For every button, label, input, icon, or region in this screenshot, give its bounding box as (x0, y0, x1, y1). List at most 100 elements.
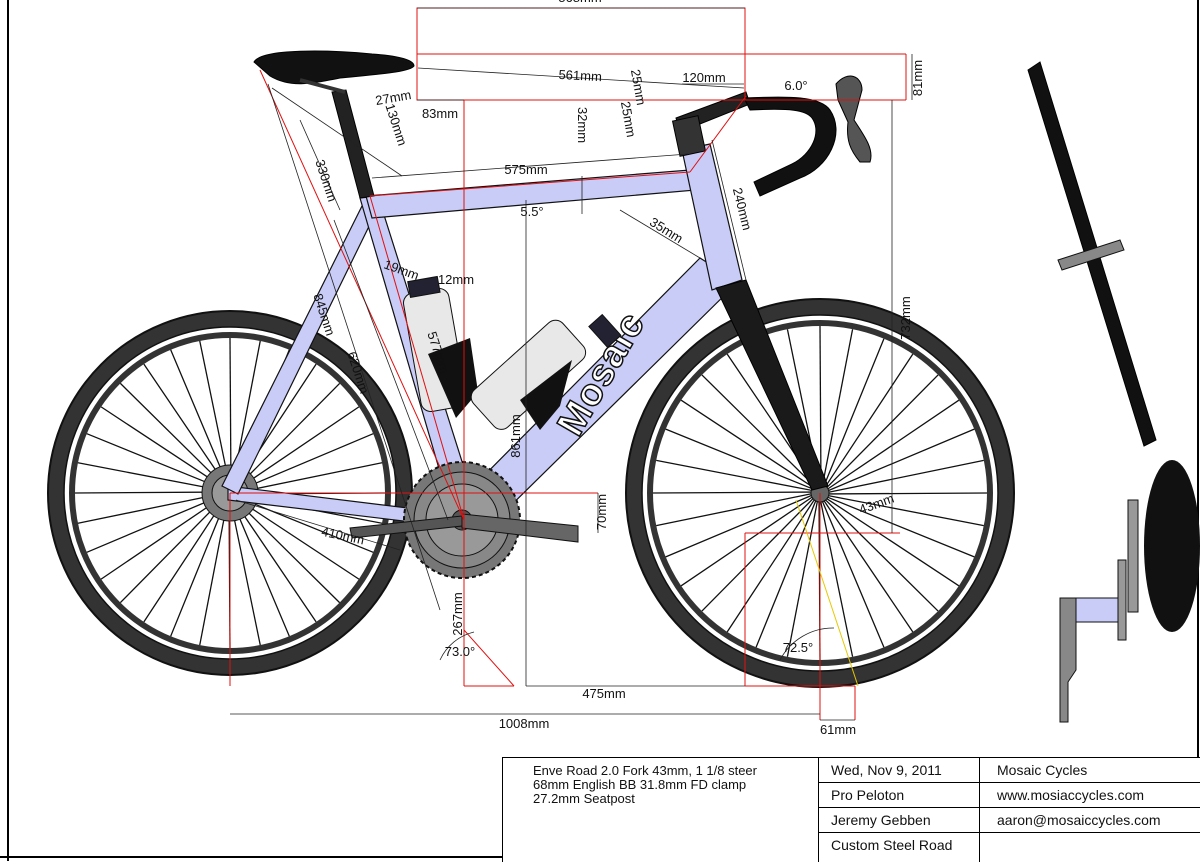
spoke (143, 498, 226, 623)
spoke (234, 498, 341, 604)
dim-steerer-gap: 32mm (575, 107, 590, 143)
spec-note-fork: Enve Road 2.0 Fork 43mm, 1 1/8 steer (533, 763, 757, 778)
spoke (680, 496, 814, 587)
spoke (170, 499, 227, 637)
dim-spacer-a: 25mm (628, 68, 649, 106)
spacers (671, 115, 707, 157)
dim-top-overall: 568mm (558, 0, 601, 5)
spoke (786, 500, 819, 657)
spoke (86, 494, 223, 553)
company-name: Mosaic Cycles (979, 758, 1200, 783)
spoke (826, 496, 975, 558)
spoke (827, 492, 988, 495)
spoke (827, 428, 975, 492)
spoke (199, 500, 229, 646)
dim-bar-drop: 81mm (910, 60, 925, 96)
dim-head-angle: 72.5° (783, 640, 814, 655)
bike-model: Custom Steel Road (831, 837, 953, 853)
spoke (229, 500, 261, 646)
spoke (827, 494, 984, 527)
spoke (726, 498, 816, 633)
brake-hood (835, 75, 872, 163)
front-wheel-spokes (652, 325, 988, 661)
dim-spacer-b: 25mm (618, 100, 639, 138)
drop-bar (743, 96, 837, 197)
spoke (170, 349, 229, 486)
dim-head-tube-dia: 35mm (647, 214, 686, 246)
spoke (143, 363, 227, 487)
saddle (253, 50, 415, 94)
spoke (74, 491, 223, 494)
spoke (77, 492, 223, 524)
bb-front-view (1059, 460, 1200, 723)
spoke (826, 399, 960, 490)
title-block-details: Wed, Nov 9, 2011 Pro Peloton Jeremy Gebb… (819, 758, 980, 862)
spoke (231, 500, 290, 637)
spoke (236, 496, 374, 553)
dim-seat-angle: 73.0° (445, 644, 476, 659)
fork (715, 279, 829, 491)
spoke (86, 433, 224, 490)
spoke (823, 499, 914, 633)
customer-name: Jeremy Gebben (819, 808, 979, 833)
seatpost (331, 89, 375, 199)
dim-trail: 61mm (820, 722, 856, 737)
spoke (823, 338, 885, 487)
dim-saddle-to-bar: 561mm (558, 67, 602, 84)
dim-top-tube: 575mm (504, 162, 547, 177)
spoke (819, 325, 822, 486)
dim-seat-setback: 83mm (422, 106, 458, 121)
handlebar-assembly (671, 75, 872, 197)
dim-fork-height: 732mm (898, 296, 913, 339)
spoke (665, 428, 814, 490)
spoke (229, 337, 232, 486)
title-block: Enve Road 2.0 Fork 43mm, 1 1/8 steer 68m… (502, 757, 1200, 862)
client-name: Pro Peloton (819, 783, 979, 808)
dim-bb-drop: 70mm (594, 494, 609, 530)
spoke (824, 353, 914, 488)
spoke (825, 374, 939, 489)
spoke (235, 382, 341, 489)
crankset (349, 461, 579, 579)
company-website: www.mosiaccycles.com (979, 783, 1200, 808)
spoke (701, 374, 816, 488)
spoke (100, 496, 224, 580)
crank-arm-left (349, 515, 463, 539)
drawing-date: Wed, Nov 9, 2011 (819, 758, 979, 783)
spoke (100, 406, 225, 489)
spec-note-seatpost: 27.2mm Seatpost (533, 791, 635, 806)
spoke (237, 433, 374, 492)
company-email: aaron@mosaiccycles.com (979, 808, 1200, 833)
dim-stem-angle: 6.0° (784, 78, 807, 93)
dimension-lines (230, 7, 913, 721)
dim-top-tube-slope: 5.5° (520, 204, 543, 219)
contact-blank (979, 833, 1200, 858)
spoke (656, 459, 813, 492)
spoke (237, 462, 383, 494)
spoke (199, 340, 231, 486)
spoke (827, 459, 984, 494)
dim-wheelbase: 1008mm (499, 716, 550, 731)
bottle-cage-down-tube (470, 313, 622, 430)
spoke (755, 499, 817, 648)
dim-head-tube: 240mm (730, 186, 755, 232)
spec-notes: Enve Road 2.0 Fork 43mm, 1 1/8 steer 68m… (503, 758, 819, 862)
spoke (821, 329, 854, 486)
title-block-contact: Mosaic Cycles www.mosiaccycles.com aaron… (979, 758, 1200, 862)
bottle-cage-seat-tube (403, 275, 478, 418)
spoke (701, 497, 815, 612)
dim-seatstay-b: 12mm (438, 272, 474, 287)
spoke (119, 382, 226, 488)
spoke (235, 497, 360, 580)
dim-stem-length: 120mm (682, 70, 725, 85)
dim-seatpost-offset: 27mm (374, 87, 412, 108)
spoke (824, 498, 939, 612)
spoke (236, 406, 360, 490)
spec-note-bb: 68mm English BB 31.8mm FD clamp (533, 777, 747, 792)
spoke (233, 499, 317, 623)
spoke (821, 500, 885, 648)
spoke (119, 497, 225, 604)
spoke (77, 462, 223, 492)
dim-stack: 861mm (508, 414, 523, 457)
